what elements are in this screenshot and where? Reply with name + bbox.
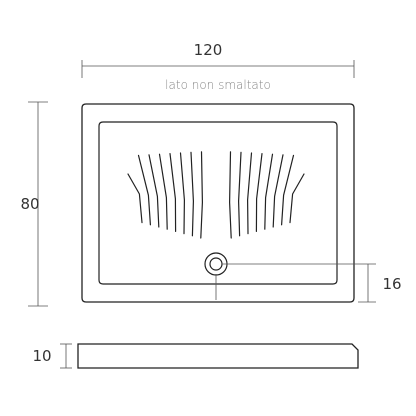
anti-slip-ribs-left: [127, 151, 203, 239]
anti-slip-rib: [264, 153, 274, 230]
height-label: 10: [32, 347, 51, 365]
unglazed-side-note: lato non smaltato: [165, 78, 271, 92]
anti-slip-rib: [200, 151, 203, 239]
anti-slip-rib: [137, 154, 151, 226]
anti-slip-rib: [247, 152, 253, 235]
anti-slip-rib: [179, 152, 185, 235]
anti-slip-rib: [169, 153, 177, 232]
width-dimension: 120: [81, 41, 355, 78]
tray-side-elevation: 10: [32, 343, 359, 369]
tray-inner-basin: [98, 121, 338, 285]
anti-slip-ribs-right: [229, 151, 305, 239]
tray-plan-view: [81, 103, 355, 303]
depth-dimension: 80: [20, 101, 48, 307]
width-label: 120: [194, 41, 223, 59]
tray-outer-edge: [81, 103, 355, 303]
anti-slip-rib: [127, 173, 143, 224]
anti-slip-rib: [281, 154, 295, 226]
anti-slip-rib: [289, 173, 305, 224]
drain-offset-dimension: 16: [215, 263, 402, 303]
anti-slip-rib: [190, 151, 194, 237]
anti-slip-rib: [158, 153, 168, 230]
anti-slip-rib: [229, 151, 232, 239]
anti-slip-rib: [255, 153, 263, 232]
tray-side-profile: [77, 343, 359, 369]
depth-label: 80: [20, 195, 39, 213]
anti-slip-rib: [148, 154, 160, 228]
anti-slip-rib: [238, 151, 242, 237]
drain-offset-label: 16: [382, 275, 401, 293]
anti-slip-rib: [272, 154, 284, 228]
